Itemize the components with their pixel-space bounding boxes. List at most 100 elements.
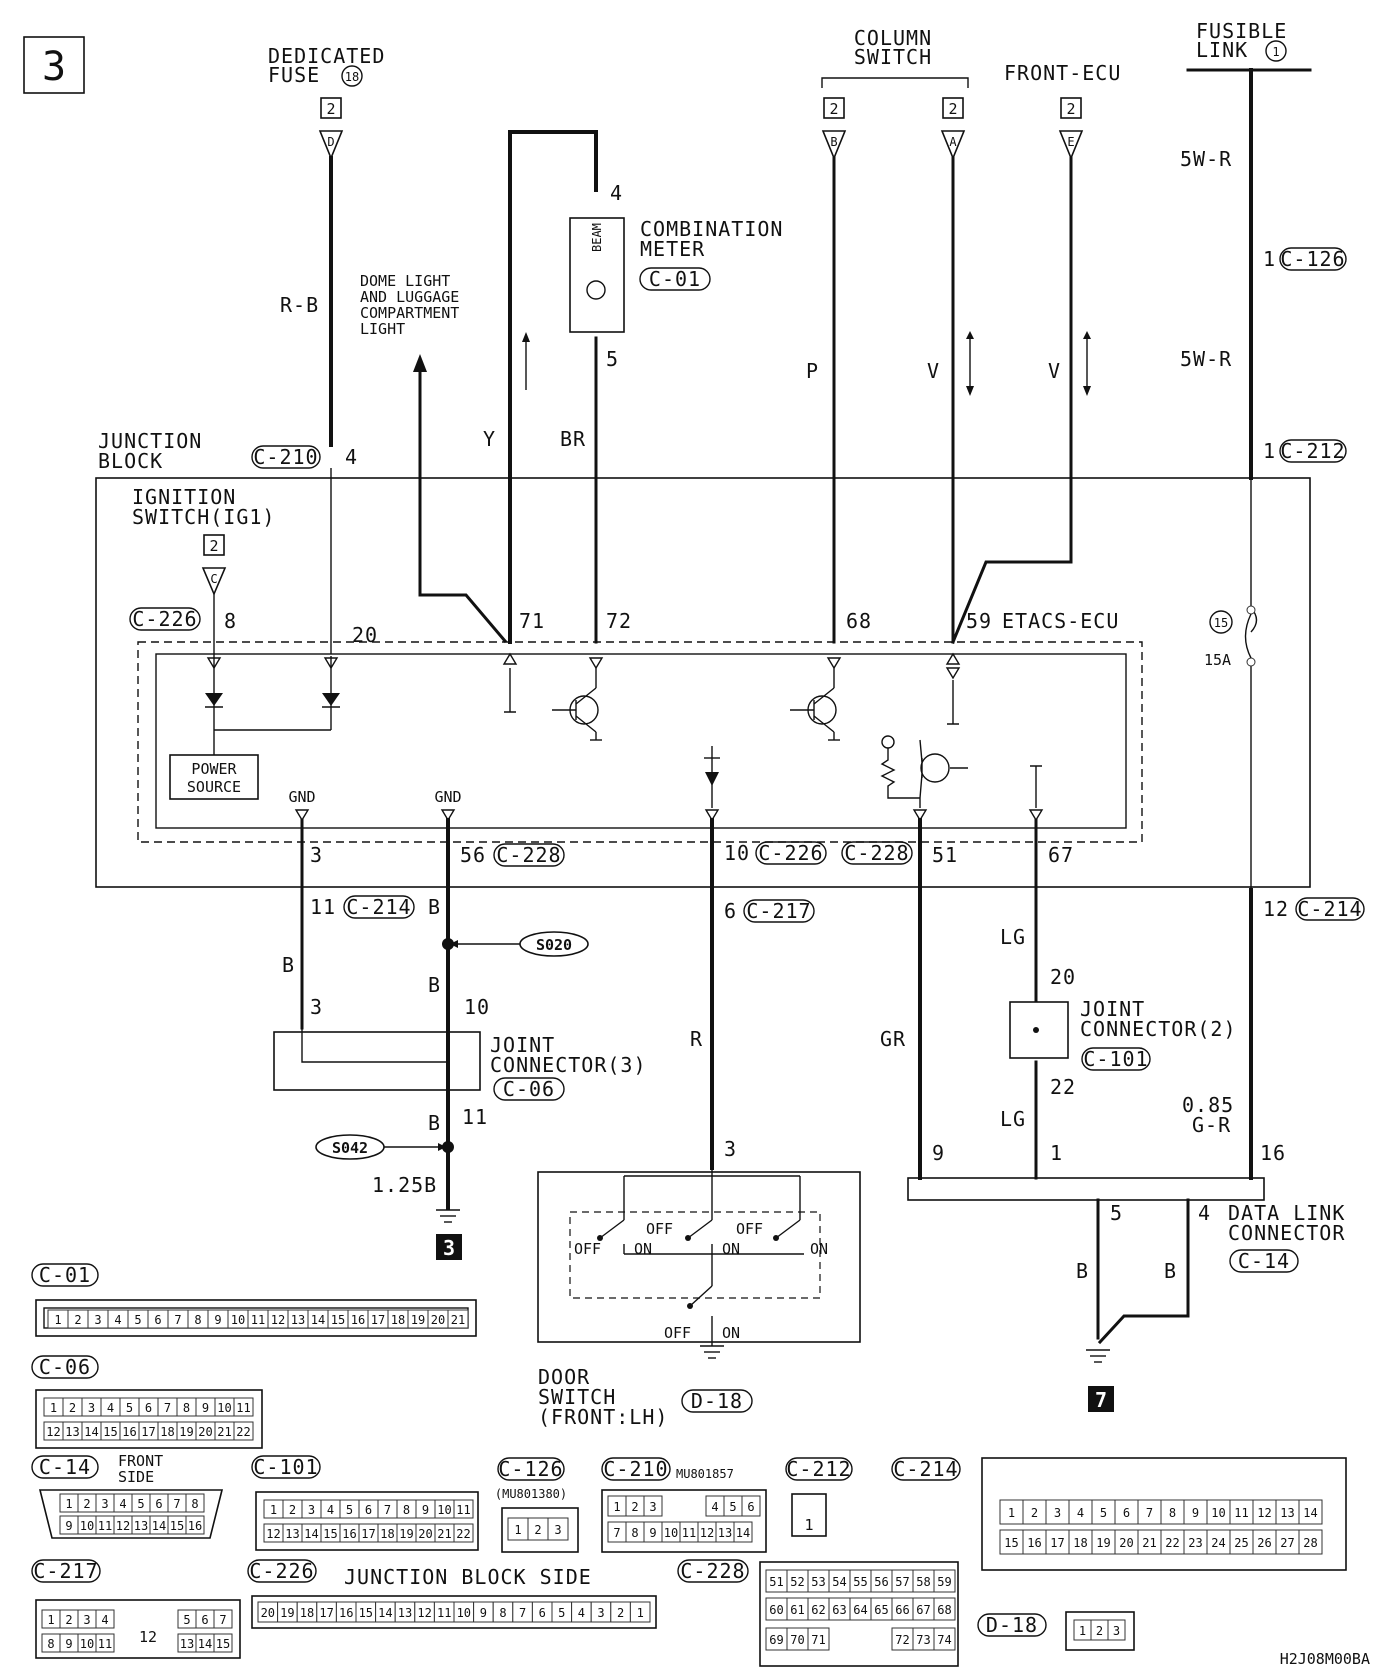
connector-pin-number: 4 <box>119 1497 126 1511</box>
connector-pin <box>933 1569 956 1593</box>
connector-pin-number: 3 <box>308 1503 315 1517</box>
connector-pin-number: 56 <box>874 1575 888 1589</box>
connector-pin-number: 19 <box>411 1313 425 1327</box>
connector-pin <box>447 1309 469 1329</box>
wire-rb-label: R-B <box>280 293 319 317</box>
connector-pin-number: 8 <box>403 1503 410 1517</box>
connector-pin-number: 22 <box>236 1425 250 1439</box>
c212-pin: 1 <box>804 1516 813 1534</box>
connector-pin-number: 5 <box>729 1500 736 1514</box>
dome-light-line-3: COMPARTMENT <box>360 304 459 322</box>
off-label-1: OFF <box>574 1240 601 1258</box>
connector-pin-number: 10 <box>437 1503 451 1517</box>
connector-pin-number: 64 <box>853 1603 867 1617</box>
top-wires <box>329 68 1258 890</box>
c226-face-label: C-226 <box>249 1559 314 1583</box>
wire-lg-1: LG <box>1000 925 1026 949</box>
connector-pin-number: 20 <box>261 1606 275 1620</box>
connector-pin-number: 9 <box>202 1401 209 1415</box>
connector-pin <box>453 1523 474 1543</box>
jc3-pin-3: 3 <box>310 995 323 1019</box>
connector-pin-number: 52 <box>790 1575 804 1589</box>
connector-pin-number: 2 <box>65 1613 72 1627</box>
connector-pin <box>1298 1529 1323 1555</box>
fuse-15: 15 <box>1214 616 1228 630</box>
jc2-pin-22: 22 <box>1050 1075 1076 1099</box>
connector-pin-number: 1 <box>50 1401 57 1415</box>
connector-pin-number: 1 <box>1008 1506 1015 1520</box>
connector-pin-number: 5 <box>558 1606 565 1620</box>
connector-pin-number: 17 <box>141 1425 155 1439</box>
wire-gr-label: GR <box>880 1027 906 1051</box>
connector-pin-number: 17 <box>319 1606 333 1620</box>
connector-pin-number: 18 <box>380 1527 394 1541</box>
connector-pin-number: 7 <box>173 1497 180 1511</box>
terminal-d: D <box>327 135 334 149</box>
off-label-2: OFF <box>646 1220 673 1238</box>
junction-block: JUNCTION BLOCK C-210 4 1 C-212 IGNITION … <box>95 429 1347 888</box>
link-number: 1 <box>1272 45 1279 59</box>
wire-b-6: B <box>1164 1259 1177 1283</box>
connector-pin-number: 3 <box>94 1313 101 1327</box>
connector-pin-number: 70 <box>790 1633 804 1647</box>
connector-pin-number: 14 <box>152 1519 166 1533</box>
c210-pin: 4 <box>345 445 358 469</box>
connector-pin-number: 4 <box>578 1606 585 1620</box>
connector-pin-number: 15 <box>331 1313 345 1327</box>
page-marker: 3 <box>23 36 85 94</box>
connector-pin-number: 69 <box>769 1633 783 1647</box>
c101-face-label: C-101 <box>253 1455 318 1479</box>
jc2-label-1: JOINT <box>1080 997 1145 1021</box>
wire-br-label: BR <box>560 427 586 451</box>
out-pin-67: 67 <box>1048 843 1074 867</box>
out-c228-a: C-228 <box>496 843 561 867</box>
fusible-link-label-2: LINK <box>1196 38 1248 62</box>
jc2-pin-20: 20 <box>1050 965 1076 989</box>
meter-label-1: COMBINATION <box>640 217 783 241</box>
connector-pin-number: 18 <box>1073 1536 1087 1550</box>
connector-pin <box>547 1517 569 1541</box>
connector-pin-number: 20 <box>1119 1536 1133 1550</box>
off-label-4: OFF <box>664 1324 691 1342</box>
wire-gr-2: G-R <box>1192 1113 1231 1137</box>
connector-pin-number: 7 <box>613 1526 620 1540</box>
connector-pin-number: 8 <box>1169 1506 1176 1520</box>
connector-pin-number: 8 <box>499 1606 506 1620</box>
c217-label: C-217 <box>746 899 811 923</box>
c214-pin-12: 12 <box>1263 897 1289 921</box>
connector-pin-number: 2 <box>631 1500 638 1514</box>
c210-part: MU801857 <box>676 1467 734 1481</box>
c212-pin: 1 <box>1263 439 1276 463</box>
c126-part: (MU801380) <box>495 1487 567 1501</box>
out-pin-56: 56 <box>460 843 486 867</box>
connector-pin-number: 3 <box>554 1523 561 1537</box>
pin-71: 71 <box>519 609 545 633</box>
connector-pin-number: 10 <box>457 1606 471 1620</box>
connector-pin-number: 1 <box>270 1503 277 1517</box>
connector-pin-number: 58 <box>916 1575 930 1589</box>
c214-label: C-214 <box>346 895 411 919</box>
dlc-pin-9: 9 <box>932 1141 945 1165</box>
splice-s020: S020 <box>536 936 572 954</box>
gnd-label-2: GND <box>434 788 461 806</box>
dlc-pin-16: 16 <box>1260 1141 1286 1165</box>
connector-pin-number: 8 <box>183 1401 190 1415</box>
c126-pin: 1 <box>1263 247 1276 271</box>
wire-r-label: R <box>690 1027 703 1051</box>
connector-pin-number: 3 <box>597 1606 604 1620</box>
gnd-label-1: GND <box>288 788 315 806</box>
on-label-4: ON <box>722 1324 740 1342</box>
connector-pin-number: 59 <box>937 1575 951 1589</box>
jc3-label-2: CONNECTOR(3) <box>490 1053 647 1077</box>
page-marker-number: 3 <box>42 44 66 90</box>
connector-pin-number: 16 <box>188 1519 202 1533</box>
connector-pin-number: 2 <box>534 1523 541 1537</box>
connector-pin-number: 14 <box>378 1606 392 1620</box>
